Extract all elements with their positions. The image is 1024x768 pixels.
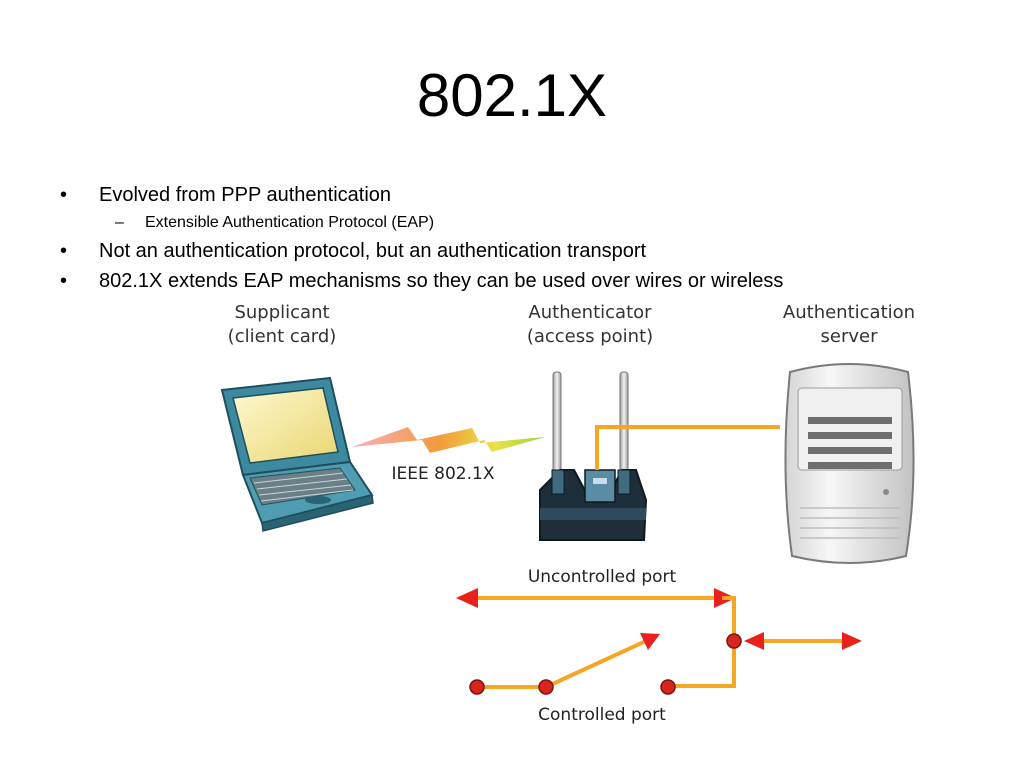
- bullet-item: • Evolved from PPP authentication: [60, 180, 1000, 210]
- port-node: [469, 679, 485, 695]
- svg-text:(access point): (access point): [527, 326, 653, 347]
- slide-title: 802.1X: [416, 62, 608, 129]
- ap-to-server-wire: [595, 425, 780, 470]
- svg-text:server: server: [821, 326, 879, 347]
- bullet-marker: •: [60, 184, 68, 206]
- bullet-item: • Not an authentication protocol, but an…: [60, 236, 1000, 266]
- svg-text:Authentication: Authentication: [783, 302, 915, 323]
- sub-bullet-marker: –: [115, 214, 124, 231]
- server-label: Authentication server: [783, 302, 915, 347]
- sub-bullet-item: – Extensible Authentication Protocol (EA…: [60, 210, 1000, 236]
- authenticator-label: Authenticator (access point): [527, 302, 653, 347]
- uncontrolled-port-path: [456, 588, 736, 688]
- uncontrolled-port-label: Uncontrolled port: [528, 567, 677, 587]
- bullet-text: Evolved from PPP authentication: [99, 184, 392, 206]
- laptop-icon: [220, 376, 374, 532]
- controlled-port-label: Controlled port: [538, 705, 666, 725]
- supplicant-label: Supplicant (client card): [228, 302, 337, 347]
- port-node: [538, 679, 554, 695]
- svg-text:(client card): (client card): [228, 326, 337, 347]
- external-link-arrow: [744, 632, 862, 650]
- bullet-text: Not an authentication protocol, but an a…: [99, 240, 647, 262]
- bullet-text: 802.1X extends EAP mechanisms so they ca…: [99, 270, 784, 292]
- svg-text:Authenticator: Authenticator: [528, 302, 652, 323]
- svg-text:Supplicant: Supplicant: [234, 302, 329, 323]
- bullet-marker: •: [60, 240, 68, 262]
- wireless-link-icon: IEEE 802.1X: [352, 427, 545, 484]
- link-label: IEEE 802.1X: [392, 464, 495, 484]
- port-nodes: [469, 633, 742, 695]
- bullet-item: • 802.1X extends EAP mechanisms so they …: [60, 266, 1000, 296]
- access-point-icon: [539, 371, 648, 541]
- sub-bullet-text: Extensible Authentication Protocol (EAP): [145, 214, 435, 231]
- bullet-marker: •: [60, 270, 68, 292]
- port-node: [726, 633, 742, 649]
- port-node: [660, 679, 676, 695]
- bullet-list: • Evolved from PPP authentication – Exte…: [60, 180, 1000, 296]
- server-icon: [784, 363, 915, 564]
- controlled-port-path: [477, 633, 660, 689]
